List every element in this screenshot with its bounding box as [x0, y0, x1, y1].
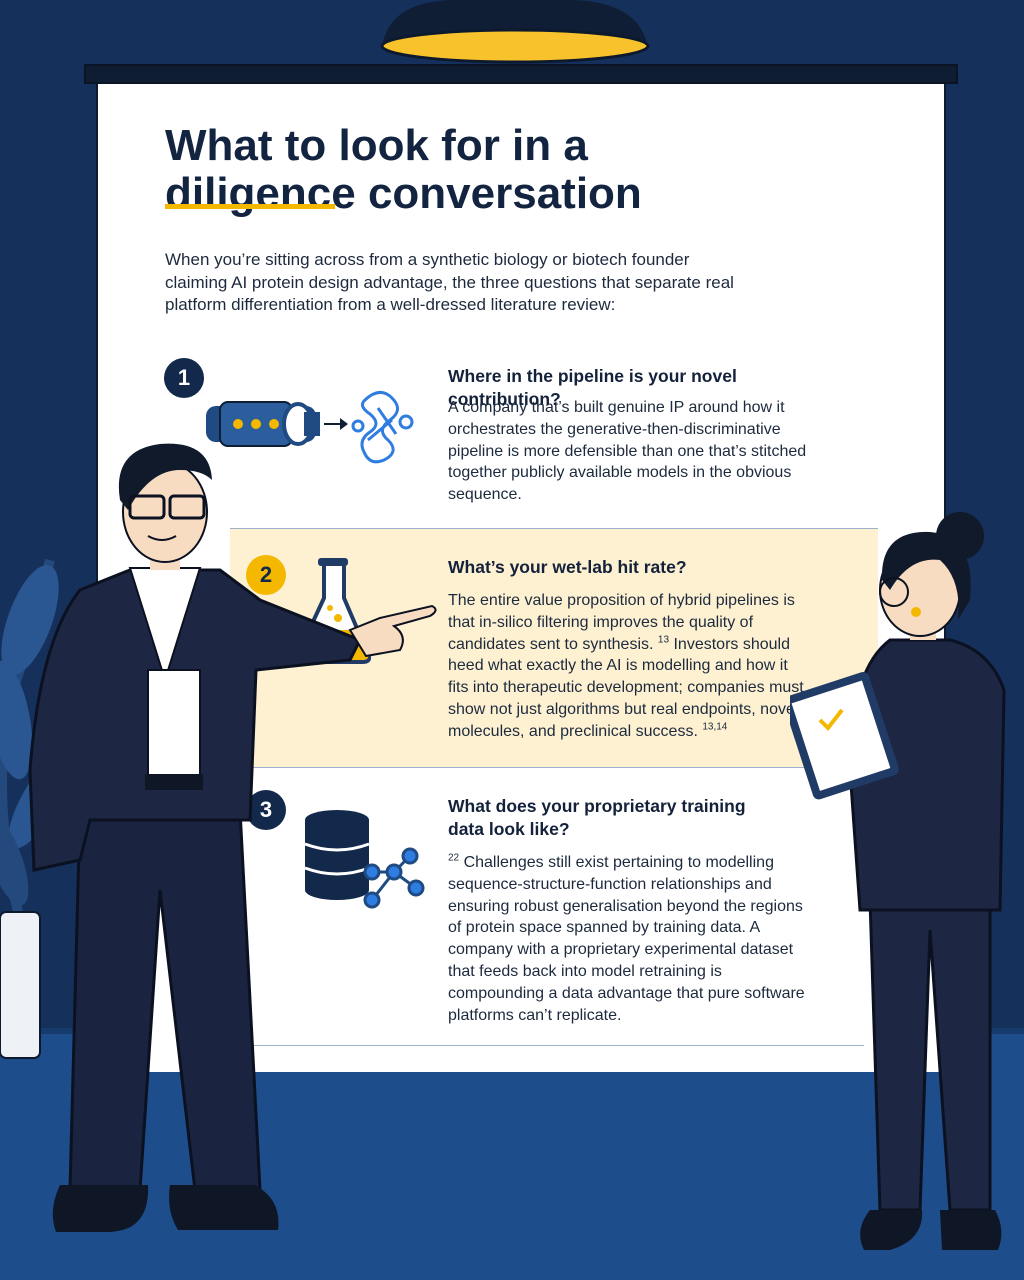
title-underline — [165, 204, 335, 209]
divider-3 — [230, 1045, 864, 1046]
database-network-icon — [304, 810, 425, 909]
ceiling-lamp-icon — [380, 0, 650, 64]
listener-illustration — [790, 512, 1006, 1250]
question-1-title: Where in the pipeline is your novel cont… — [448, 366, 737, 409]
divider-1 — [230, 528, 878, 529]
citation-22: 22 — [448, 852, 460, 864]
divider-2 — [230, 767, 878, 768]
presenter-illustration — [28, 443, 437, 1232]
question-2-text-b: Investors should heed what exactly the A… — [448, 635, 804, 740]
pipeline-to-protein-icon — [206, 391, 414, 464]
title-line-1: What to look for in a — [165, 121, 588, 170]
intro-paragraph: When you’re sitting across from a synthe… — [165, 250, 734, 314]
step-number-1: 1 — [164, 358, 204, 398]
question-1-body: A company that’s built genuine IP around… — [448, 399, 807, 504]
plant-icon — [0, 558, 72, 1059]
clipboard-icon — [790, 671, 899, 800]
question-3-title: What does your proprietary training data… — [448, 796, 746, 839]
citation-13-14: 13,14 — [702, 721, 728, 733]
question-2-title: What’s your wet-lab hit rate? — [448, 557, 687, 577]
citation-13: 13 — [657, 634, 670, 646]
page-title: What to look for in a diligence conversa… — [165, 122, 785, 218]
step-number-2: 2 — [246, 555, 286, 595]
projector-screen-bar — [84, 64, 958, 84]
question-2-body: The entire value proposition of hybrid p… — [448, 590, 808, 743]
title-line-2: diligence conversation — [165, 169, 642, 218]
question-2-text-a: The entire value proposition of hybrid p… — [448, 592, 795, 653]
step-number-3: 3 — [246, 790, 286, 830]
question-3-text: Challenges still exist pertaining to mod… — [448, 854, 805, 1024]
question-3-body: 22 Challenges still exist pertaining to … — [448, 852, 808, 1026]
